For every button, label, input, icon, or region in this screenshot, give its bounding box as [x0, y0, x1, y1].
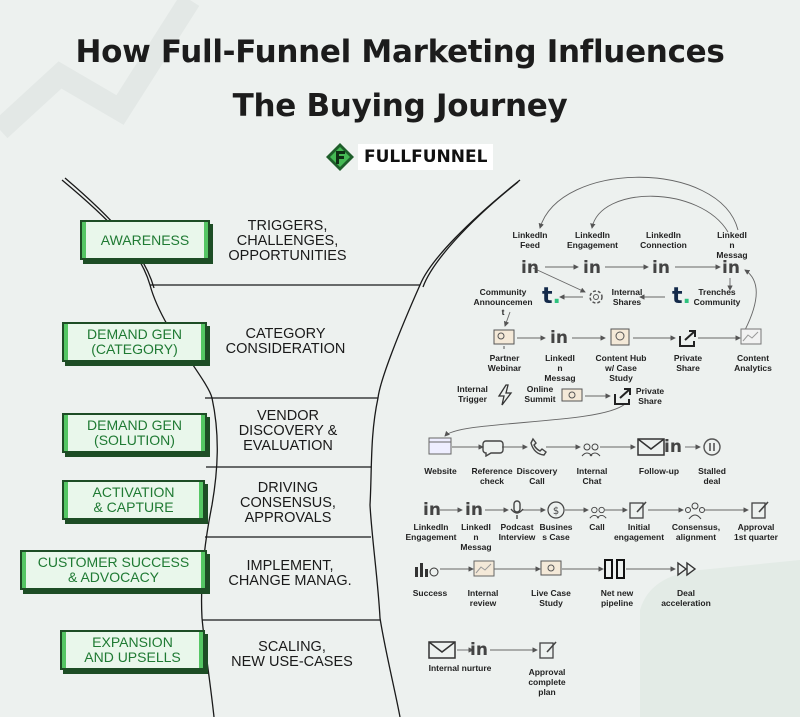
envelope-icon: [637, 438, 665, 456]
linkedin-icon: in: [652, 258, 670, 278]
stage-awareness: AWARENESS: [80, 220, 210, 260]
phase-triggers: TRIGGERS,CHALLENGES,OPPORTUNITIES: [228, 218, 347, 264]
analytics-icon: [740, 328, 762, 345]
pipeline-icon: [604, 559, 625, 579]
stage-demand-gen-category: DEMAND GEN(CATEGORY): [62, 322, 207, 362]
linkedin-icon: in: [521, 258, 539, 278]
phase-scaling: SCALING,NEW USE-CASES: [231, 639, 353, 670]
trenches-t-icon: t.: [542, 284, 561, 309]
edit-document-icon: [629, 501, 647, 519]
trenches-t-icon: t.: [672, 284, 691, 309]
success-chart-icon: [415, 563, 439, 577]
node-label: Website: [424, 466, 457, 476]
linkedin-icon: in: [583, 258, 601, 278]
share-icon: [614, 388, 631, 405]
linkedin-icon: in: [722, 258, 740, 278]
brand-name: FULLFUNNEL: [358, 144, 494, 170]
page-title-line1: How Full-Funnel Marketing Influences: [75, 34, 725, 70]
people-chat-icon: [589, 506, 607, 519]
page-title-line2: The Buying Journey: [232, 88, 568, 124]
node-label: Internal nurture: [428, 663, 492, 673]
internal-review-icon: [473, 560, 495, 577]
svg-text:$: $: [553, 506, 559, 517]
fast-forward-icon: [677, 561, 697, 577]
brand-logo: FULLFUNNEL: [325, 142, 494, 172]
node-label: Follow-up: [638, 466, 680, 476]
node-label: Success: [412, 588, 448, 598]
linkedin-icon: in: [465, 500, 483, 520]
node-label: Consensus,alignment: [671, 522, 721, 542]
stage-activation-capture: ACTIVATION& CAPTURE: [62, 480, 205, 520]
webinar-icon: [493, 329, 515, 349]
gear-icon: [589, 290, 603, 304]
share-icon: [679, 330, 696, 347]
envelope-icon: [428, 641, 456, 659]
pause-icon: [703, 438, 721, 456]
team-icon: [685, 502, 705, 520]
microphone-icon: [510, 500, 524, 519]
edit-document-icon: [539, 641, 557, 659]
website-icon: [428, 437, 452, 455]
linkedin-icon: in: [550, 328, 568, 348]
phase-implement: IMPLEMENT,CHANGE MANAG.: [228, 558, 352, 589]
summit-icon: [561, 388, 583, 402]
lightning-icon: [497, 384, 513, 406]
business-case-icon: $: [547, 501, 565, 519]
linkedin-icon: in: [423, 500, 441, 520]
linkedin-icon: in: [470, 640, 488, 660]
node-label: Call: [589, 522, 605, 532]
fullfunnel-logo-icon: [326, 143, 354, 171]
edit-document-icon: [751, 501, 769, 519]
linkedin-icon: in: [664, 437, 682, 457]
live-case-study-icon: [540, 560, 562, 576]
phone-icon: [530, 437, 547, 456]
chat-bubble-icon: [482, 440, 504, 457]
stage-customer-success: CUSTOMER SUCCESS& ADVOCACY: [20, 550, 207, 590]
content-hub-icon: [610, 328, 630, 346]
people-chat-icon: [581, 443, 601, 457]
stage-demand-gen-solution: DEMAND GEN(SOLUTION): [62, 413, 207, 453]
